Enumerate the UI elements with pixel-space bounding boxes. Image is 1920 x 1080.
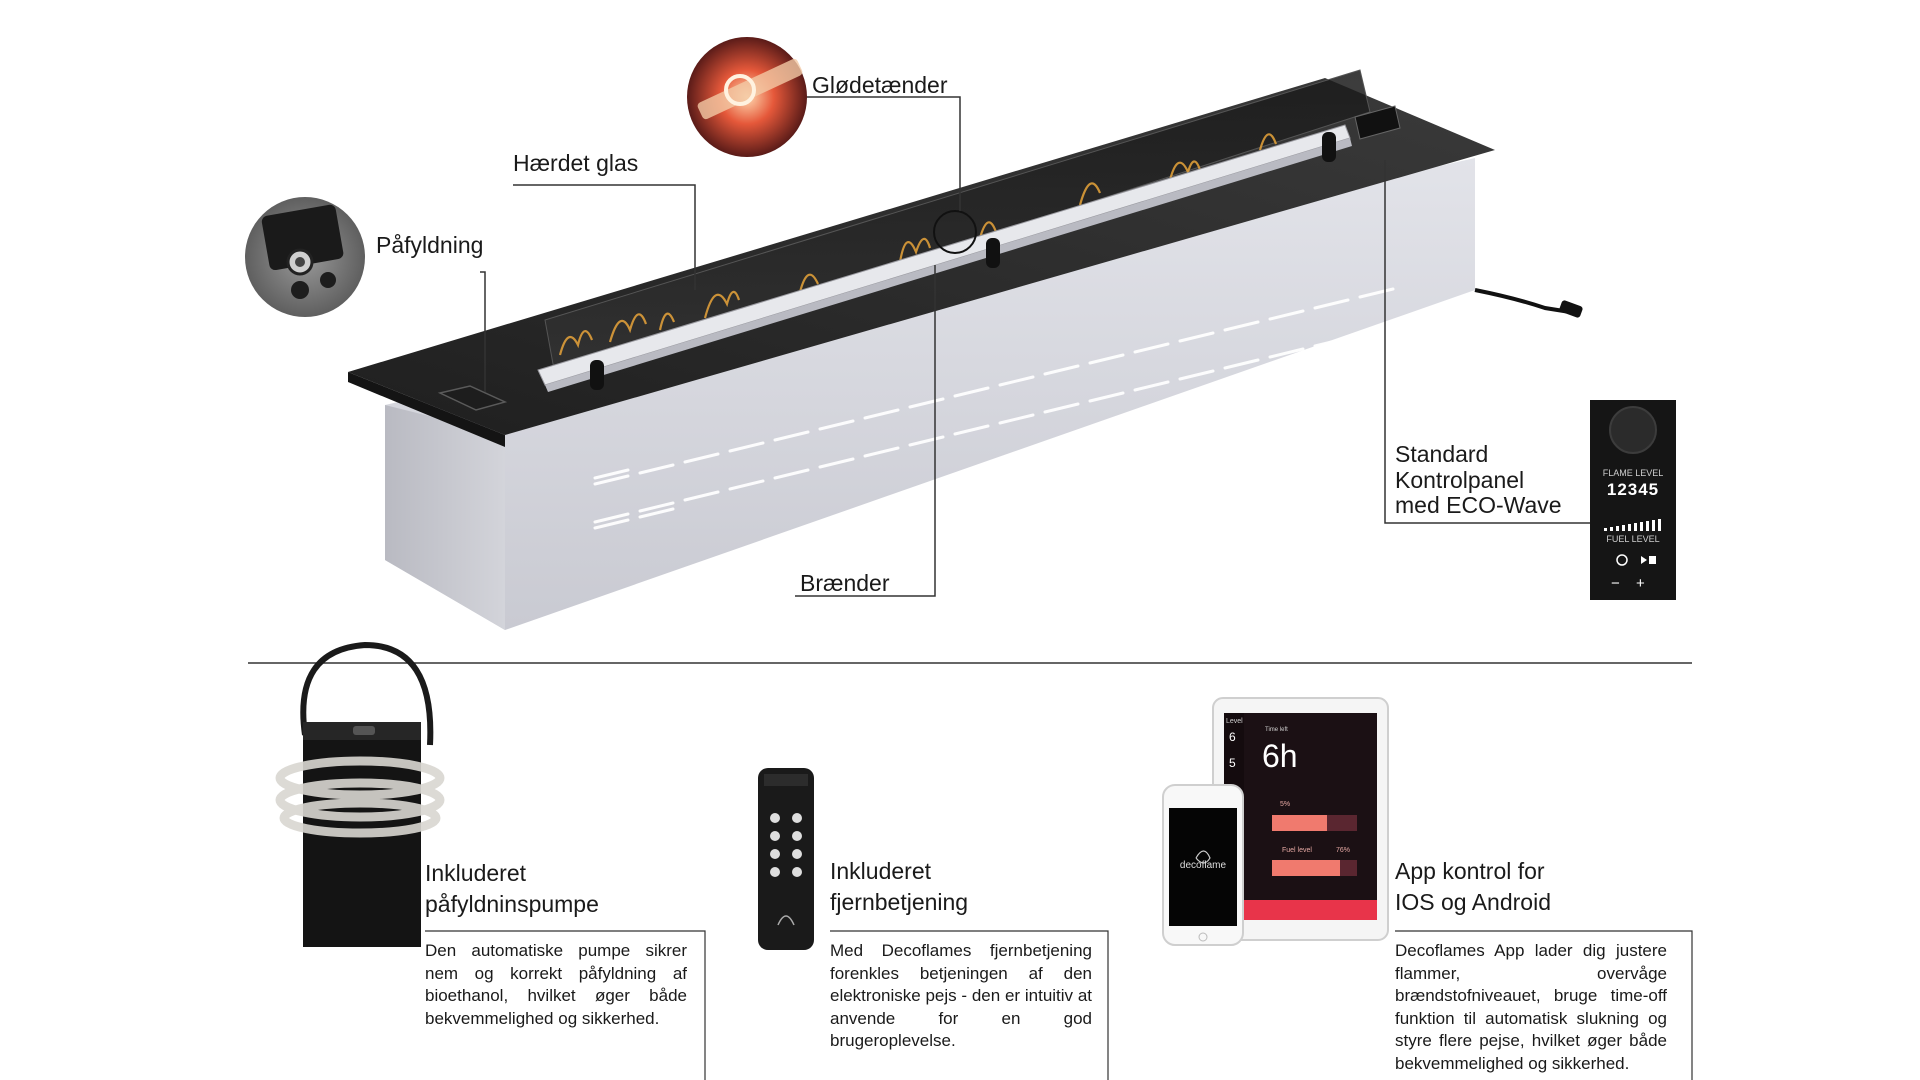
- feature-remote-text: Med Decoflames fjernbetjening forenkles …: [830, 941, 1092, 1050]
- tablet-image: [1212, 697, 1389, 941]
- plus-button[interactable]: +: [1636, 575, 1645, 592]
- glow-plug-photo: [687, 37, 807, 157]
- tempered-glass: [544, 69, 1371, 376]
- callout-glow-plugs: Glødetænder: [812, 72, 948, 98]
- vent-slots: [593, 287, 1395, 530]
- power-cord: [1474, 288, 1571, 314]
- phone-image: [1162, 784, 1244, 946]
- feature-app-text: Decoflames App lader dig justere flammer…: [1395, 941, 1667, 1073]
- refill-hatch: [437, 385, 508, 411]
- minus-button[interactable]: −: [1611, 575, 1620, 592]
- feature-pump-title: Inkluderet påfyldninspumpe: [425, 860, 599, 917]
- fuel-level-label: FUEL LEVEL: [1606, 534, 1660, 544]
- glow-plug-marker: [933, 210, 977, 254]
- tablet-level-5: 5: [1229, 756, 1236, 770]
- tablet-level-6: 6: [1229, 730, 1236, 744]
- flame-level-values: 12345: [1606, 480, 1660, 499]
- callout-control-panel: Standard Kontrolpanel med ECO-Wave: [1395, 441, 1562, 518]
- phone-brand: decoflame: [1179, 860, 1227, 871]
- tablet-level-label: Level: [1226, 718, 1243, 725]
- feature-remote-title: Inkluderet fjernbetjening: [830, 858, 969, 915]
- callout-burner: Brænder: [800, 570, 890, 596]
- callout-glass: Hærdet glas: [513, 150, 639, 176]
- feature-app-title: App kontrol for IOS og Android: [1395, 858, 1551, 915]
- burner-box-side: [385, 405, 505, 630]
- refill-pump-image: [275, 641, 445, 947]
- remote-image: [758, 768, 814, 950]
- refill-photo: [245, 197, 365, 317]
- tablet-timer-value: 6h: [1262, 738, 1298, 774]
- callout-refill: Påfyldning: [376, 232, 484, 258]
- tablet-fuel-value: 76%: [1336, 847, 1351, 854]
- flames: [558, 133, 1278, 356]
- tablet-flame-value: 5%: [1280, 801, 1291, 808]
- tablet-fuel-label: Fuel level: [1282, 847, 1312, 854]
- callout-leader-lines: [480, 96, 1592, 597]
- feature-pump-text: Den automatiske pumpe sikrer nem og korr…: [425, 941, 687, 1028]
- control-panel-device: [1590, 400, 1676, 600]
- tablet-timer-label: Time left: [1265, 727, 1288, 733]
- flame-level-label: FLAME LEVEL: [1602, 468, 1664, 478]
